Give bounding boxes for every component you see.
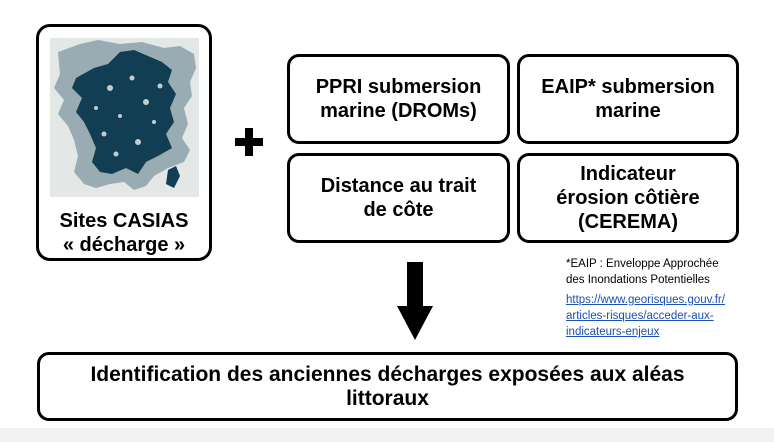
ppri-line-2: marine (DROMs) bbox=[320, 100, 477, 122]
georisques-link-line-2[interactable]: articles-risques/acceder-aux- bbox=[566, 310, 714, 322]
result-line-2: littoraux bbox=[346, 386, 429, 410]
distance-line-2: de côte bbox=[363, 199, 434, 221]
eaip-footnote: *EAIP : Enveloppe Approchée des Inondati… bbox=[566, 256, 771, 340]
georisques-link-line-3[interactable]: indicateurs-enjeux bbox=[566, 326, 660, 338]
france-map-image bbox=[50, 38, 199, 197]
distance-line-1: Distance au trait bbox=[320, 175, 477, 197]
erosion-line-3: (CEREMA) bbox=[577, 211, 678, 233]
footnote-line-2: des Inondations Potentielles bbox=[566, 274, 710, 286]
erosion-line-2: érosion côtière bbox=[556, 187, 700, 209]
georisques-link-line-1[interactable]: https://www.georisques.gouv.fr/ bbox=[566, 294, 725, 306]
bottom-strip bbox=[0, 428, 774, 442]
eaip-submersion-box: EAIP* submersion marine bbox=[517, 54, 739, 144]
casias-title: Sites CASIAS bbox=[59, 210, 189, 232]
erosion-line-1: Indicateur bbox=[580, 163, 676, 185]
footnote-line-1: *EAIP : Enveloppe Approchée bbox=[566, 258, 719, 270]
eaip-line-2: marine bbox=[595, 100, 661, 122]
ppri-submersion-box: PPRI submersion marine (DROMs) bbox=[287, 54, 510, 144]
casias-sites-box: Sites CASIAS « décharge » bbox=[36, 24, 212, 261]
result-line-1: Identification des anciennes décharges e… bbox=[90, 362, 685, 386]
eaip-line-1: EAIP* submersion bbox=[541, 76, 715, 98]
plus-icon bbox=[235, 128, 263, 156]
coastal-erosion-box: Indicateur érosion côtière (CEREMA) bbox=[517, 153, 739, 243]
coastline-distance-box: Distance au trait de côte bbox=[287, 153, 510, 243]
ppri-line-1: PPRI submersion bbox=[315, 76, 482, 98]
down-arrow-icon bbox=[397, 262, 433, 340]
casias-subtitle: « décharge » bbox=[62, 234, 186, 256]
casias-caption: Sites CASIAS « décharge » bbox=[39, 209, 209, 257]
result-box: Identification des anciennes décharges e… bbox=[37, 352, 738, 421]
